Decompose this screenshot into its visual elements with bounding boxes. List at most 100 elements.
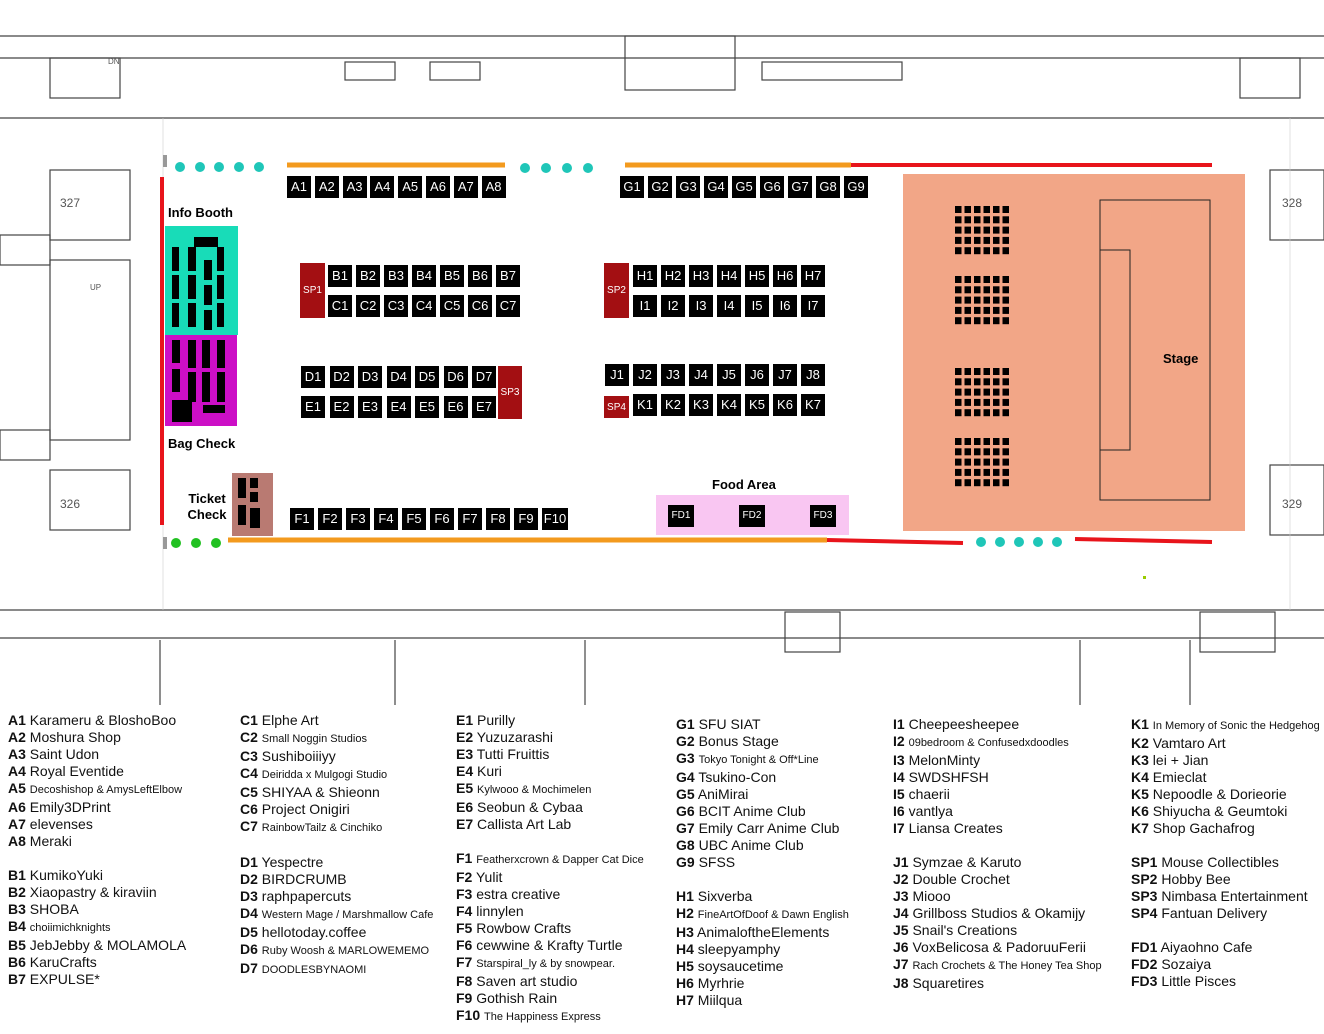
booth-h2[interactable]: H2: [661, 265, 685, 287]
booth-d3[interactable]: D3: [358, 366, 382, 388]
booth-c4[interactable]: C4: [412, 295, 436, 317]
booth-a2[interactable]: A2: [314, 176, 339, 198]
stage-seat: [983, 236, 990, 244]
booth-a6[interactable]: A6: [426, 176, 450, 198]
booth-f10[interactable]: F10: [542, 508, 568, 530]
booth-e5[interactable]: E5: [415, 396, 439, 418]
booth-a7[interactable]: A7: [453, 176, 478, 198]
booth-d5[interactable]: D5: [415, 366, 439, 388]
booth-b5[interactable]: B5: [440, 265, 464, 287]
booth-b1[interactable]: B1: [328, 265, 352, 287]
legend-vendor-name: Meraki: [29, 833, 72, 849]
booth-j3[interactable]: J3: [661, 364, 685, 386]
booth-e4[interactable]: E4: [386, 396, 411, 418]
booth-e2[interactable]: E2: [329, 396, 354, 418]
booth-f8[interactable]: F8: [486, 508, 510, 530]
booth-j2[interactable]: J2: [633, 364, 657, 386]
booth-j8[interactable]: J8: [801, 364, 825, 386]
booth-i3[interactable]: I3: [689, 295, 713, 317]
booth-b7[interactable]: B7: [496, 265, 520, 287]
booth-b3[interactable]: B3: [384, 265, 408, 287]
booth-d7[interactable]: D7: [472, 366, 496, 388]
booth-j4[interactable]: J4: [689, 364, 713, 386]
booth-fd2[interactable]: FD2: [739, 505, 765, 527]
booth-c7[interactable]: C7: [496, 295, 520, 317]
booth-f6[interactable]: F6: [430, 508, 454, 530]
booth-f9[interactable]: F9: [514, 508, 538, 530]
booth-a5[interactable]: A5: [398, 176, 423, 198]
booth-g4[interactable]: G4: [704, 176, 728, 198]
booth-j1[interactable]: J1: [605, 364, 629, 386]
booth-j7[interactable]: J7: [773, 364, 797, 386]
booth-g2[interactable]: G2: [648, 176, 672, 198]
booth-b2[interactable]: B2: [356, 265, 380, 287]
booth-f5[interactable]: F5: [402, 508, 426, 530]
booth-g1[interactable]: G1: [620, 176, 644, 198]
booth-h4[interactable]: H4: [717, 265, 741, 287]
booth-f4[interactable]: F4: [374, 508, 398, 530]
booth-g5[interactable]: G5: [732, 176, 756, 198]
stage-seat: [974, 438, 981, 445]
booth-sp2[interactable]: SP2: [604, 263, 629, 318]
booth-h3[interactable]: H3: [689, 265, 713, 287]
booth-f7[interactable]: F7: [458, 508, 482, 530]
booth-k3[interactable]: K3: [689, 394, 713, 416]
booth-a8[interactable]: A8: [481, 176, 506, 198]
booth-f3[interactable]: F3: [346, 508, 370, 530]
booth-c6[interactable]: C6: [468, 295, 492, 317]
booth-k2[interactable]: K2: [661, 394, 685, 416]
booth-c5[interactable]: C5: [440, 295, 464, 317]
booth-i4[interactable]: I4: [717, 295, 741, 317]
booth-sp3[interactable]: SP3: [498, 366, 522, 419]
booth-i6[interactable]: I6: [773, 295, 797, 317]
booth-b4[interactable]: B4: [412, 265, 436, 287]
booth-h1[interactable]: H1: [633, 265, 657, 287]
booth-d1[interactable]: D1: [301, 366, 325, 388]
booth-i7[interactable]: I7: [801, 295, 825, 317]
booth-g3[interactable]: G3: [676, 176, 700, 198]
booth-e7[interactable]: E7: [472, 396, 496, 418]
booth-c3[interactable]: C3: [384, 295, 408, 317]
booth-c2[interactable]: C2: [356, 295, 380, 317]
booth-f1[interactable]: F1: [290, 508, 314, 530]
booth-b6[interactable]: B6: [468, 265, 492, 287]
booth-h6[interactable]: H6: [773, 265, 797, 287]
booth-h5[interactable]: H5: [745, 265, 769, 287]
booth-sp1[interactable]: SP1: [300, 263, 325, 318]
booth-e3[interactable]: E3: [358, 396, 382, 418]
booth-i2[interactable]: I2: [661, 295, 685, 317]
booth-sp4[interactable]: SP4: [604, 396, 629, 418]
booth-d2[interactable]: D2: [329, 366, 354, 388]
booth-i1[interactable]: I1: [633, 295, 657, 317]
booth-g6[interactable]: G6: [760, 176, 784, 198]
booth-k7[interactable]: K7: [801, 394, 825, 416]
booth-h7[interactable]: H7: [801, 265, 825, 287]
booth-a4[interactable]: A4: [370, 176, 395, 198]
legend-booth-id: F3: [456, 886, 473, 902]
booth-e1[interactable]: E1: [301, 396, 325, 418]
booth-d4[interactable]: D4: [386, 366, 411, 388]
legend-vendor-name: Sushiboiiiyy: [261, 748, 336, 764]
booth-e6[interactable]: E6: [443, 396, 468, 418]
booth-g7[interactable]: G7: [788, 176, 812, 198]
booth-a3[interactable]: A3: [342, 176, 367, 198]
booth-g9[interactable]: G9: [844, 176, 868, 198]
booth-fd3[interactable]: FD3: [810, 505, 836, 527]
booth-d6[interactable]: D6: [443, 366, 468, 388]
booth-a1[interactable]: A1: [287, 176, 311, 198]
legend-vendor-name: Yespectre: [261, 854, 324, 870]
booth-g8[interactable]: G8: [816, 176, 840, 198]
booth-j6[interactable]: J6: [745, 364, 769, 386]
booth-c1[interactable]: C1: [328, 295, 352, 317]
booth-k5[interactable]: K5: [745, 394, 769, 416]
booth-fd1[interactable]: FD1: [668, 505, 694, 527]
booth-f2[interactable]: F2: [318, 508, 342, 530]
info-booth-furniture: [217, 303, 224, 327]
legend-booth-id: G9: [676, 854, 695, 870]
booth-k1[interactable]: K1: [633, 394, 657, 416]
booth-j5[interactable]: J5: [717, 364, 741, 386]
legend-entry-e4: E4 Kuri: [456, 763, 644, 780]
booth-k4[interactable]: K4: [717, 394, 741, 416]
booth-k6[interactable]: K6: [773, 394, 797, 416]
booth-i5[interactable]: I5: [745, 295, 769, 317]
